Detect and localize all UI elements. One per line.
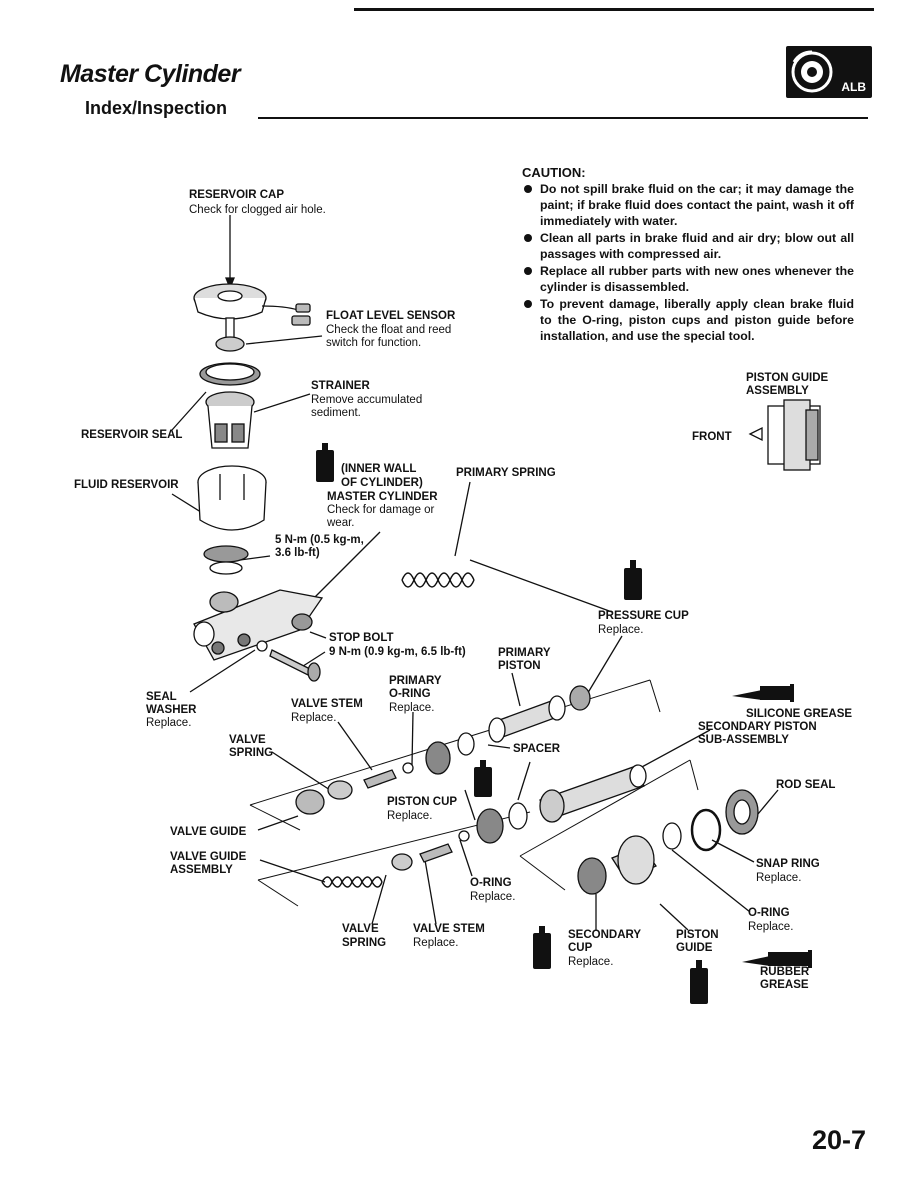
secondary-cup-label: SECONDARY (568, 929, 642, 941)
oring-right-note: Replace. (748, 921, 794, 933)
piston-guide-label: PISTON (676, 929, 719, 941)
secondary-cup-note: Replace. (568, 956, 614, 968)
torque-label: 3.6 lb-ft) (275, 547, 320, 559)
front-label: FRONT (692, 431, 732, 443)
valve-guide-assembly-label: VALVE GUIDE (170, 851, 247, 863)
caution-list: Do not spill brake fluid on the car; it … (522, 181, 854, 345)
brake-disc-icon (791, 50, 833, 93)
secondary-piston-label: SECONDARY PISTON (698, 721, 817, 733)
seal-washer-note: Replace. (146, 717, 192, 729)
strainer-label: STRAINER (311, 380, 370, 392)
piston-guide-assembly-label: PISTON GUIDE (746, 372, 829, 384)
valve-spring-label: SPRING (229, 747, 274, 759)
oring-note: Replace. (470, 891, 516, 903)
lower-valve-spring-label: SPRING (342, 937, 387, 949)
grease-tube-icon (732, 684, 812, 968)
primary-piston-label: PISTON (498, 660, 541, 672)
master-cylinder-note: Check for damage or (327, 504, 435, 516)
caution-title: CAUTION: (522, 165, 586, 180)
silicone-grease-label: SILICONE GREASE (746, 708, 853, 720)
inner-wall-label: OF CYLINDER) (341, 477, 423, 489)
reservoir-seal-label: RESERVOIR SEAL (81, 429, 183, 441)
reservoir-cap-note: Check for clogged air hole. (189, 204, 326, 216)
snap-ring-note: Replace. (756, 872, 802, 884)
stop-bolt-label: STOP BOLT (329, 632, 394, 644)
valve-stem-label: VALVE STEM (291, 698, 363, 710)
lower-valve-stem-note: Replace. (413, 937, 459, 949)
torque-label: 5 N-m (0.5 kg-m, (275, 534, 364, 546)
inner-wall-label: (INNER WALL (341, 463, 417, 475)
oring-right-label: O-RING (748, 907, 790, 919)
lower-valve-stem-label: VALVE STEM (413, 923, 485, 935)
valve-stem-note: Replace. (291, 712, 337, 724)
secondary-cup-label: CUP (568, 942, 593, 954)
piston-cup-note: Replace. (387, 810, 433, 822)
master-cylinder-label: MASTER CYLINDER (327, 491, 438, 503)
page-title: Master Cylinder (60, 60, 241, 88)
subtitle-rule (258, 117, 868, 119)
snap-ring-label: SNAP RING (756, 858, 820, 870)
seal-washer-label: SEAL (146, 691, 177, 703)
pressure-cup-note: Replace. (598, 624, 644, 636)
primary-oring-label: O-RING (389, 688, 431, 700)
caution-item: Replace all rubber parts with new ones w… (522, 263, 854, 295)
valve-spring-label: VALVE (229, 734, 266, 746)
caution-item: To prevent damage, liberally apply clean… (522, 296, 854, 344)
secondary-piston-label: SUB-ASSEMBLY (698, 734, 789, 746)
pressure-cup-label: PRESSURE CUP (598, 610, 689, 622)
stop-bolt-torque: 9 N-m (0.9 kg-m, 6.5 lb-ft) (329, 646, 466, 658)
fluid-reservoir-label: FLUID RESERVOIR (74, 479, 179, 491)
rubber-grease-label: GREASE (760, 979, 809, 991)
page-number: 20-7 (811, 1125, 866, 1155)
reservoir-cap-label: RESERVOIR CAP (189, 189, 285, 201)
primary-spring-label: PRIMARY SPRING (456, 467, 556, 479)
alb-label: ALB (841, 80, 866, 94)
top-rule (354, 8, 874, 11)
primary-oring-label: PRIMARY (389, 675, 442, 687)
primary-piston-label: PRIMARY (498, 647, 551, 659)
valve-guide-label: VALVE GUIDE (170, 826, 247, 838)
piston-guide-label: GUIDE (676, 942, 713, 954)
spacer-label: SPACER (513, 743, 561, 755)
piston-cup-label: PISTON CUP (387, 796, 458, 808)
primary-oring-note: Replace. (389, 702, 435, 714)
strainer-note: sediment. (311, 407, 361, 419)
rod-seal-label: ROD SEAL (776, 779, 836, 791)
float-sensor-note: Check the float and reed (326, 324, 452, 336)
master-cylinder-note: wear. (327, 517, 355, 529)
rubber-grease-label: RUBBER (760, 966, 810, 978)
float-sensor-note: switch for function. (326, 337, 422, 349)
lower-valve-spring-label: VALVE (342, 923, 379, 935)
seal-washer-label: WASHER (146, 704, 197, 716)
brake-fluid-icon (316, 443, 708, 1004)
piston-guide-assembly-label: ASSEMBLY (746, 385, 809, 397)
float-sensor-label: FLOAT LEVEL SENSOR (326, 310, 456, 322)
alb-badge: ALB (786, 46, 872, 98)
valve-guide-assembly-label: ASSEMBLY (170, 864, 233, 876)
caution-item: Do not spill brake fluid on the car; it … (522, 181, 854, 229)
caution-item: Clean all parts in brake fluid and air d… (522, 230, 854, 262)
strainer-note: Remove accumulated (311, 394, 423, 406)
page-subtitle: Index/Inspection (85, 98, 228, 118)
oring-label: O-RING (470, 877, 512, 889)
